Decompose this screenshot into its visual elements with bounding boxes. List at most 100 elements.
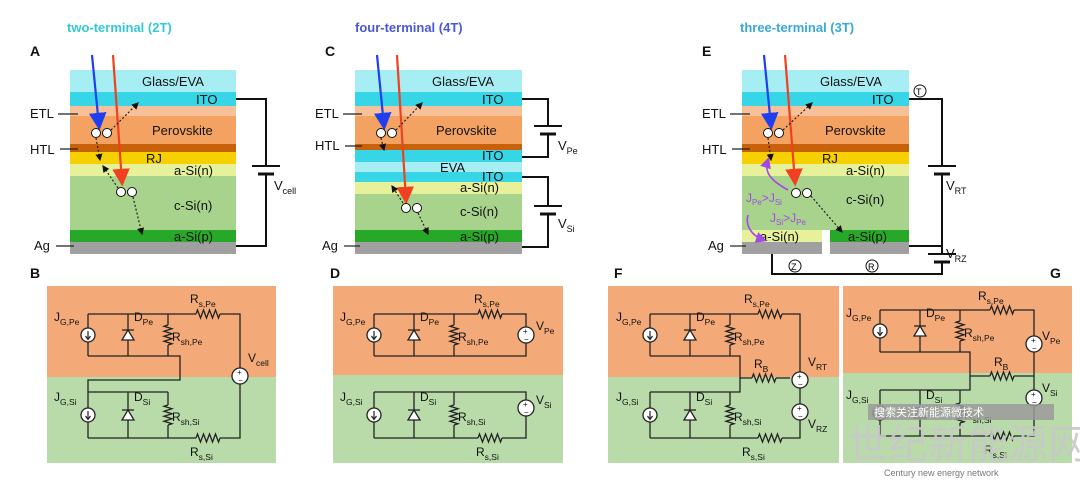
f-si-out — [782, 420, 801, 439]
device-c-stack — [355, 70, 522, 254]
electron-icon — [774, 128, 784, 138]
label-htl: HTL — [30, 142, 55, 157]
voltage-minus: − — [524, 408, 529, 417]
si-electron-path — [391, 184, 404, 204]
f-si-label-j: JG,Si — [616, 390, 639, 407]
label-ag: Ag — [34, 238, 50, 253]
g-label-rb: RB — [994, 355, 1009, 372]
b-pe-label-d: DPe — [134, 310, 153, 327]
layer-ito — [70, 92, 236, 106]
voltage-plus: + — [237, 368, 242, 377]
label-csi: c-Si(n) — [846, 192, 884, 207]
label-ito-top: ITO — [482, 92, 503, 107]
d-si-label-j: JG,Si — [340, 390, 363, 407]
layer-ito-top — [355, 92, 522, 106]
voltage-minus: − — [798, 412, 803, 421]
wire-c-si-top — [522, 176, 549, 206]
b-pe-diode-icon — [120, 328, 136, 341]
layer-etl — [70, 106, 236, 116]
label-vrz: VRZ — [946, 246, 967, 264]
purple-current-down — [746, 214, 768, 243]
electron-path — [782, 102, 813, 131]
watermark-banner-text: 搜索关注新能源微技术 — [874, 405, 984, 419]
f-mid-node — [730, 378, 741, 393]
label-htl: HTL — [315, 138, 340, 153]
g-b-resistor — [989, 370, 1015, 382]
current-source-arrowhead — [85, 335, 91, 341]
panel-label-a: A — [30, 43, 40, 59]
d-label-vsi: VSi — [536, 393, 552, 410]
label-asi-p: a-Si(p) — [460, 229, 499, 244]
b-label-rspe: Rs,Pe — [190, 292, 216, 309]
label-asi-n-bottom: a-Si(n) — [760, 229, 799, 244]
electron-icon — [102, 128, 112, 138]
f-b-link — [730, 355, 752, 379]
wire-c-pe-top — [522, 98, 549, 126]
b-pe-label-j: JG,Pe — [54, 310, 80, 327]
hole-icon — [376, 128, 386, 138]
label-ito-mid: ITO — [482, 148, 503, 163]
f-pe-out — [782, 313, 801, 372]
circuit-d — [333, 286, 563, 463]
panel-label-e: E — [702, 43, 711, 59]
red-light-arrow — [395, 54, 414, 205]
blue-light-arrow — [373, 54, 392, 131]
label-t: T — [916, 87, 922, 97]
label-ag: Ag — [322, 238, 338, 253]
d-pe-shunt-resistor — [447, 324, 461, 346]
panel-label-f: F — [614, 265, 623, 281]
layer-asi-p — [830, 230, 909, 242]
panel-label-g: G — [1050, 265, 1061, 281]
b-series-link — [87, 355, 181, 392]
layer-htl — [355, 144, 522, 150]
panel-label-b: B — [30, 265, 40, 281]
layer-htl — [70, 144, 236, 152]
f-pe-label-j: JG,Pe — [616, 310, 642, 327]
electron-icon — [387, 128, 397, 138]
label-jpe-gt-jsi: JPe>JSi — [746, 191, 782, 207]
hole-icon — [763, 128, 773, 138]
d-si-top — [454, 391, 527, 400]
label-etl: ETL — [315, 106, 339, 121]
label-rj: RJ — [822, 151, 838, 166]
g-label-vpe: VPe — [1042, 329, 1061, 346]
label-z: Z — [791, 262, 797, 272]
device-a-stack — [70, 70, 236, 254]
terminal-t-icon — [913, 84, 927, 98]
layer-asi-p — [70, 230, 236, 242]
label-perovskite: Perovskite — [825, 123, 886, 138]
b-label-vcell: Vcell — [248, 351, 269, 368]
wire-e-rz-bottom — [771, 254, 943, 275]
f-si-diode-icon — [682, 408, 698, 421]
layer-csi — [70, 176, 236, 230]
layer-csi — [355, 194, 522, 230]
label-csi: c-Si(n) — [460, 204, 498, 219]
f-label-rspe: Rs,Pe — [744, 292, 770, 309]
layer-glass — [355, 70, 522, 92]
label-etl: ETL — [702, 106, 726, 121]
g-label-rspe: Rs,Pe — [978, 289, 1004, 306]
g-b-link — [960, 351, 990, 377]
b-voltage-source-icon — [231, 367, 249, 385]
voltage-minus: − — [1032, 344, 1037, 353]
title-two-terminal: two-terminal (2T) — [67, 20, 172, 35]
g-pe-label-rsh: Rsh,Pe — [964, 326, 995, 343]
label-ito-low: ITO — [482, 169, 503, 184]
d-label-rssi: Rs,Si — [476, 445, 499, 462]
f-b-resistor — [751, 372, 777, 384]
g-label-vsi: VSi — [1042, 381, 1058, 398]
panel-label-c: C — [325, 43, 335, 59]
circuit-b-si-region — [47, 377, 276, 463]
label-csi: c-Si(n) — [174, 198, 212, 213]
d-si-out — [502, 416, 527, 439]
current-source-arrowhead — [647, 335, 653, 341]
electron-icon-si — [116, 187, 126, 197]
label-asi-n: a-Si(n) — [174, 163, 213, 178]
layer-etl — [355, 106, 522, 116]
f-label-rb: RB — [754, 357, 769, 374]
layer-eva — [355, 162, 522, 172]
voltage-plus: + — [523, 327, 528, 336]
label-htl: HTL — [702, 142, 727, 157]
label-asi-p: a-Si(p) — [174, 229, 213, 244]
d-pe-out — [502, 313, 527, 327]
